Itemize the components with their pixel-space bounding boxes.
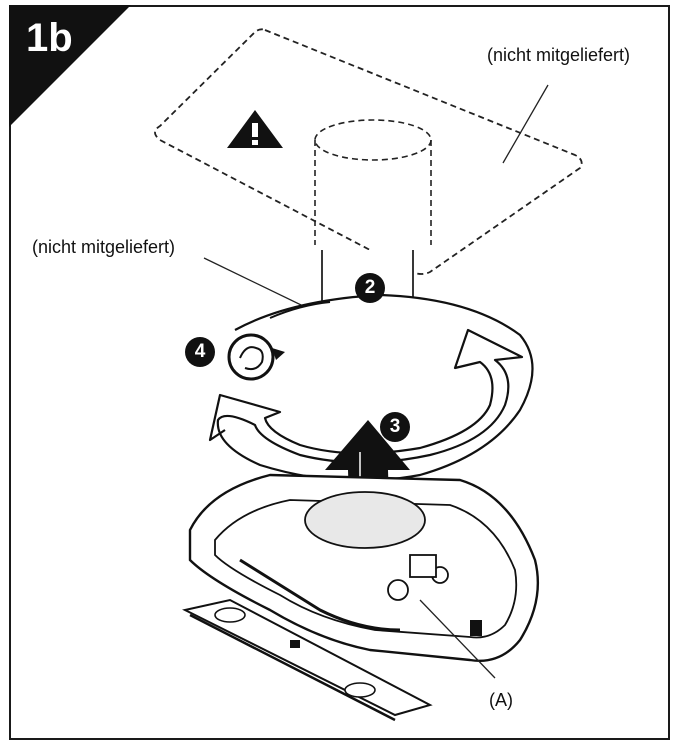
leader-line-top (502, 84, 549, 164)
rotation-arrow (208, 293, 534, 482)
dashed-plate (154, 28, 583, 275)
leader-line-a (419, 599, 496, 679)
label-callout-a: (A) (489, 690, 513, 710)
dashed-cylinder (314, 119, 432, 245)
mounting-plate (182, 598, 433, 722)
step-label: 1b (26, 16, 73, 60)
detector-base (188, 473, 540, 662)
hand-rotate-icon (227, 333, 285, 381)
figure-frame (9, 5, 670, 740)
label-not-supplied-left: (nicht mitgeliefert) (32, 237, 176, 257)
warning-icon (227, 110, 283, 148)
step-number-4: 4 (185, 337, 215, 367)
step-number-2: 2 (355, 273, 385, 303)
step-badge-shape (9, 5, 131, 127)
label-not-supplied-top: (nicht mitgeliefert) (487, 45, 631, 65)
step-number-3: 3 (380, 412, 410, 442)
